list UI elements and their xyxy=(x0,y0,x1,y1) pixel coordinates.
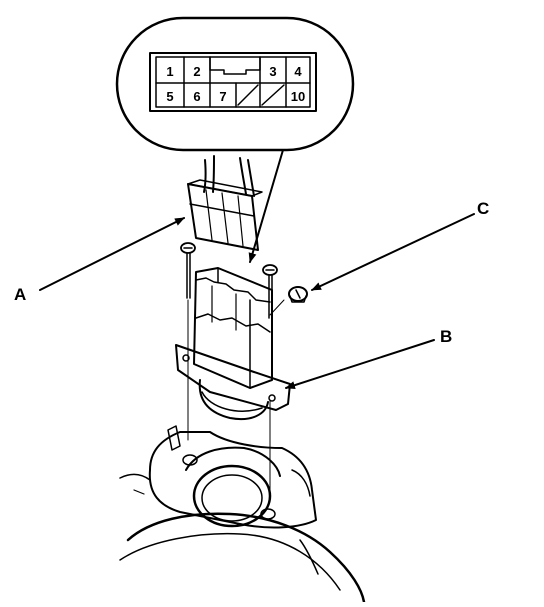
pin-label-10: 10 xyxy=(291,89,305,104)
clip-part xyxy=(269,286,308,316)
connector-detail-bubble: 1 2 3 4 5 6 7 10 xyxy=(115,16,355,152)
pin-label-4: 4 xyxy=(294,64,302,79)
steering-column-base xyxy=(119,425,366,604)
pin-label-5: 5 xyxy=(166,89,173,104)
callout-b-arrow xyxy=(285,339,435,390)
pin-label-1: 1 xyxy=(166,64,173,79)
callout-a-arrow xyxy=(39,217,185,291)
pin-label-2: 2 xyxy=(193,64,200,79)
bubble-leader-arrow xyxy=(248,149,284,263)
pin-label-6: 6 xyxy=(193,89,200,104)
callout-label-a: A xyxy=(14,285,26,304)
pin-label-3: 3 xyxy=(269,64,276,79)
callout-c-arrow xyxy=(311,213,475,291)
callout-label-b: B xyxy=(440,327,452,346)
harness-connector xyxy=(187,155,263,251)
callout-label-c: C xyxy=(477,199,489,218)
mounting-screw-left xyxy=(180,242,196,441)
switch-body xyxy=(175,267,291,420)
pin-label-7: 7 xyxy=(219,89,226,104)
